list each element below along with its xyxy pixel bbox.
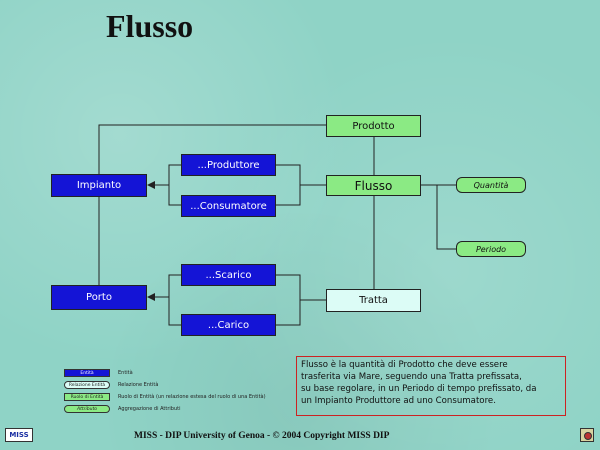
line-produttore-impianto: [168, 164, 181, 206]
description-line: un Impianto Produttore ad uno Consumator…: [301, 396, 496, 406]
description-box: Flusso è la quantità di Prodotto che dev…: [296, 356, 566, 416]
line-impianto-prodotto: [98, 124, 326, 174]
arrow-to-porto: [147, 293, 155, 301]
legend-symbol-relazione: Relazione Entità: [64, 381, 110, 389]
legend-text-relazione: Relazione Entità: [118, 382, 159, 388]
node-flusso[interactable]: Flusso: [326, 175, 421, 196]
node-quantita[interactable]: Quantità: [456, 177, 526, 193]
line-flusso-periodo: [436, 185, 456, 250]
node-prodotto[interactable]: Prodotto: [326, 115, 421, 137]
node-scarico[interactable]: ...Scarico: [181, 264, 276, 286]
node-consumatore[interactable]: ...Consumatore: [181, 195, 276, 217]
node-impianto[interactable]: Impianto: [51, 174, 147, 197]
node-produttore[interactable]: ...Produttore: [181, 154, 276, 176]
legend-text-attributo: Aggregazione di Attributi: [118, 406, 181, 412]
line-produttore-flusso: [276, 164, 301, 206]
legend-symbol-entita: Entità: [64, 369, 110, 377]
node-carico[interactable]: ...Carico: [181, 314, 276, 336]
legend-text-entita: Entità: [118, 370, 133, 376]
node-tratta[interactable]: Tratta: [326, 289, 421, 312]
miss-logo[interactable]: MISS: [5, 428, 33, 442]
line-scarico-tratta: [276, 274, 301, 326]
home-icon[interactable]: [580, 428, 594, 442]
node-porto[interactable]: Porto: [51, 285, 147, 310]
node-periodo[interactable]: Periodo: [456, 241, 526, 257]
page-title: Flusso: [106, 8, 194, 44]
legend-symbol-attributo: Attributo: [64, 405, 110, 413]
legend-text-ruolo: Ruolo di Entità (un relazione estesa del…: [118, 394, 266, 400]
description-line: su base regolare, in un Periodo di tempo…: [301, 384, 537, 394]
description-line: Flusso è la quantità di Prodotto che dev…: [301, 360, 508, 370]
line-scarico-porto: [168, 274, 181, 326]
legend-symbol-ruolo: Ruolo di Entità: [64, 393, 110, 401]
arrow-to-impianto: [147, 181, 155, 189]
description-line: trasferita via Mare, seguendo una Tratta…: [301, 372, 522, 382]
footer-copyright: MISS - DIP University of Genoa - © 2004 …: [134, 431, 390, 441]
